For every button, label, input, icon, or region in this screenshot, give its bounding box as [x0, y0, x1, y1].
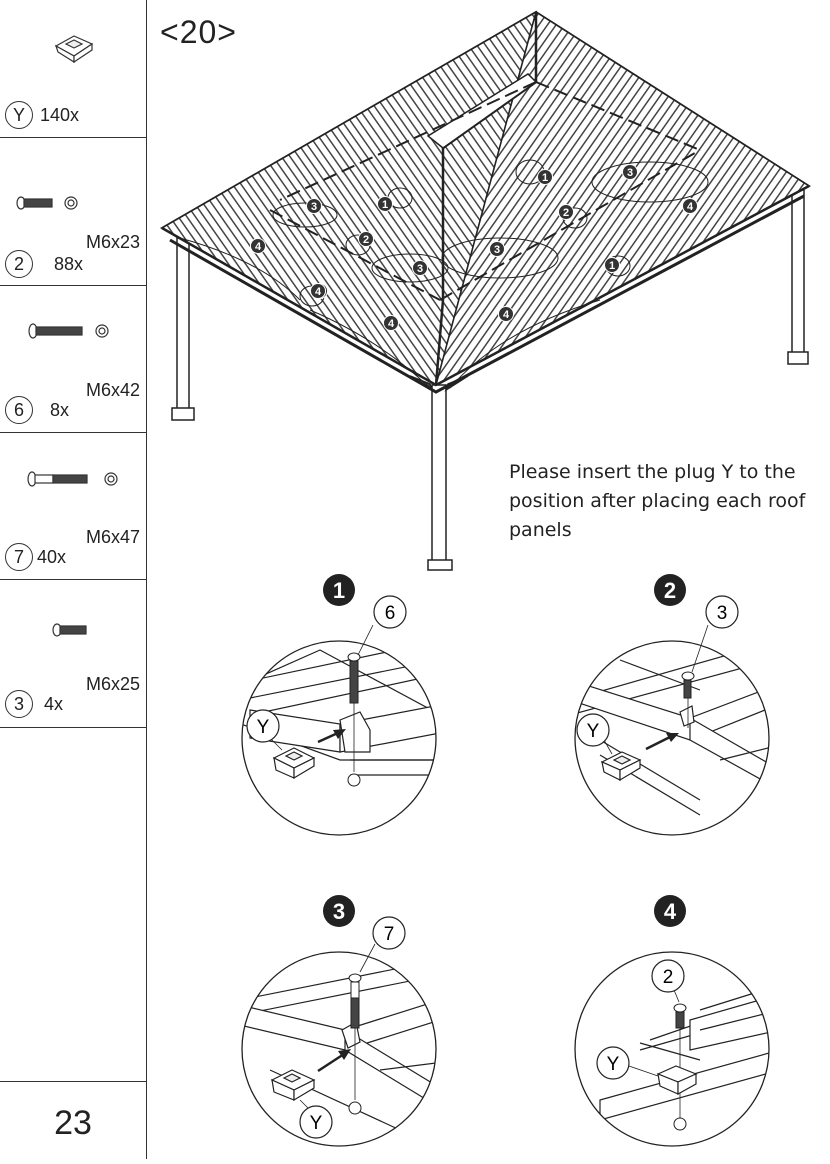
part-row-7: M6x47 7 40x — [0, 433, 146, 580]
detail-3 — [241, 943, 437, 1147]
part-qty: 8x — [50, 400, 70, 420]
roof-callout-badge: 3 — [412, 260, 428, 276]
roof-callout-badge: 4 — [250, 238, 266, 254]
plug-callout-label: Y — [257, 717, 270, 738]
bolt-callout-label: 6 — [385, 603, 396, 624]
roof-callout-badge: 3 — [622, 164, 638, 180]
bolt-icon — [52, 623, 87, 637]
part-code: M6x47 — [85, 527, 140, 547]
plug-callout: Y — [576, 713, 610, 747]
roof-callout-label: 4 — [388, 318, 395, 330]
parts-sidebar: Y 140x M6x23 2 88x M6x42 6 8x — [0, 0, 147, 1159]
roof-callout-badge: 1 — [604, 257, 620, 273]
roof-callout-badge: 2 — [558, 204, 574, 220]
assembly-diagram: 1111122333344444 — [159, 10, 811, 1147]
part-code: M6x42 — [85, 380, 140, 400]
plug-callout-label: Y — [607, 1054, 620, 1075]
roof-callout-badge: 4 — [682, 198, 698, 214]
detail-number: 1 — [333, 578, 345, 603]
roof-callout-badge: 4 — [498, 306, 514, 322]
detail-3-number-badge: 3 — [323, 895, 355, 927]
detail-number: 4 — [664, 899, 677, 924]
plug-icon — [54, 35, 94, 64]
part-row-y: Y 140x — [0, 0, 146, 138]
bolt-callout-label: 3 — [717, 603, 728, 624]
plug-callout-label: Y — [587, 721, 600, 742]
overview-callouts: 1111122333344444 — [250, 164, 698, 331]
roof-callout-label: 3 — [494, 244, 500, 256]
roof-callout-badge: 3 — [489, 241, 505, 257]
detail-2 — [574, 624, 770, 836]
roof-callout-label: 4 — [255, 241, 262, 253]
part-qty: 140x — [40, 105, 80, 125]
part-id: 3 — [5, 690, 33, 718]
bolt-callout: 3 — [705, 595, 739, 629]
bolt-nut-icon — [28, 323, 109, 339]
roof-callout-label: 1 — [542, 172, 548, 184]
plug-callout: Y — [596, 1046, 630, 1080]
part-code: M6x25 — [85, 674, 140, 694]
part-row-3: M6x25 3 4x — [0, 580, 146, 728]
roof-callout-label: 1 — [609, 260, 615, 272]
roof-callout-badge: 3 — [306, 198, 322, 214]
roof-callout-badge: 2 — [358, 231, 374, 247]
roof-callout-label: 2 — [563, 207, 569, 219]
bolt-callout-label: 2 — [663, 967, 674, 988]
part-id: 7 — [5, 543, 33, 571]
bolt-nut-icon — [16, 196, 78, 210]
roof-callout-label: 3 — [417, 263, 423, 275]
roof-callout-badge: 1 — [377, 196, 393, 212]
detail-number: 3 — [333, 899, 345, 924]
gazebo-overview: 1111122333344444 — [159, 10, 811, 571]
part-id: Y — [5, 101, 33, 129]
bolt-callout: 7 — [372, 916, 406, 950]
plug-callout: Y — [299, 1105, 333, 1139]
part-qty: 4x — [44, 694, 64, 714]
roof-callout-label: 1 — [382, 199, 388, 211]
bolt-nut-icon — [27, 471, 118, 487]
detail-1-number-badge: 1 — [323, 574, 355, 606]
detail-2-number-badge: 2 — [654, 574, 686, 606]
part-qty: 88x — [54, 254, 84, 274]
roof-callout-badge: 1 — [537, 169, 553, 185]
bolt-callout: 2 — [651, 959, 685, 993]
roof-callout-label: 4 — [315, 286, 322, 298]
roof-callout-label: 4 — [503, 309, 510, 321]
roof-callout-badge: 4 — [383, 315, 399, 331]
plug-callout: Y — [246, 709, 280, 743]
plug-callout-label: Y — [310, 1113, 323, 1134]
roof-callout-label: 3 — [627, 167, 633, 179]
part-code: M6x23 — [85, 232, 140, 252]
part-id: 6 — [5, 396, 33, 424]
part-qty: 40x — [37, 547, 67, 567]
roof-callout-label: 3 — [311, 201, 317, 213]
bolt-callout: 6 — [373, 595, 407, 629]
detail-4 — [574, 951, 770, 1147]
bolt-callout-label: 7 — [384, 924, 395, 945]
instruction-text: Please insert the plug Y to the position… — [509, 461, 806, 541]
part-id: 2 — [5, 250, 33, 278]
roof-callout-badge: 4 — [310, 283, 326, 299]
page-number: 23 — [0, 1081, 146, 1159]
step-title: <20> — [160, 14, 237, 50]
detail-number: 2 — [664, 578, 676, 603]
part-row-2: M6x23 2 88x — [0, 138, 146, 286]
roof-callout-label: 2 — [363, 234, 369, 246]
roof-callout-label: 4 — [687, 201, 694, 213]
detail-4-number-badge: 4 — [654, 895, 686, 927]
part-row-6: M6x42 6 8x — [0, 286, 146, 433]
